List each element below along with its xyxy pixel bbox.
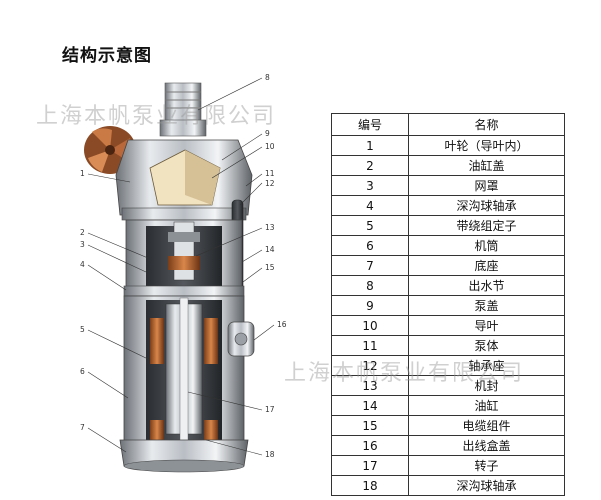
- row-number: 15: [331, 415, 409, 436]
- row-number: 16: [331, 435, 409, 456]
- row-name: 叶轮（导叶内）: [408, 135, 565, 156]
- row-number: 4: [331, 195, 409, 216]
- column-header-name: 名称: [408, 113, 565, 136]
- row-number: 5: [331, 215, 409, 236]
- row-name: 轴承座: [408, 355, 565, 376]
- motor-barrel: [123, 295, 245, 447]
- row-number: 17: [331, 455, 409, 476]
- callout-label-18: 18: [265, 450, 275, 459]
- callout-label-4: 4: [80, 260, 85, 269]
- row-name: 泵体: [408, 335, 565, 356]
- callout-label-13: 13: [265, 223, 275, 232]
- row-name: 机筒: [408, 235, 565, 256]
- row-number: 18: [331, 475, 409, 496]
- callout-label-12: 12: [265, 179, 275, 188]
- watermark-text: 上海本帆泵业有限公司: [284, 361, 525, 386]
- callout-label-2: 2: [80, 228, 85, 237]
- row-name: 底座: [408, 255, 565, 276]
- base: [119, 439, 249, 473]
- outlet-pipe: [159, 82, 207, 137]
- callout-label-17: 17: [265, 405, 275, 414]
- callout-label-15: 15: [265, 263, 275, 272]
- callouts-right: [187, 77, 275, 456]
- row-number: 1: [331, 135, 409, 156]
- watermark-text: 上海本帆泵业有限公司: [36, 104, 277, 129]
- row-number: 2: [331, 155, 409, 176]
- row-number: 10: [331, 315, 409, 336]
- row-name: 油缸: [408, 395, 565, 416]
- row-name: 带绕组定子: [408, 215, 565, 236]
- row-name: 深沟球轴承: [408, 195, 565, 216]
- row-name: 油缸盖: [408, 155, 565, 176]
- pump-structure-diagram: 1 2 3 4 5 6 7 8 9 10 11 12 13 14 15 16 1…: [80, 73, 287, 473]
- row-name: 泵盖: [408, 295, 565, 316]
- row-number: 7: [331, 255, 409, 276]
- callout-label-3: 3: [80, 240, 85, 249]
- callout-label-11: 11: [265, 169, 275, 178]
- row-number: 11: [331, 335, 409, 356]
- row-name: 网罩: [408, 175, 565, 196]
- pump-head: [115, 139, 253, 221]
- row-name: 导叶: [408, 315, 565, 336]
- callout-label-6: 6: [80, 367, 85, 376]
- row-number: 12: [331, 355, 409, 376]
- row-number: 14: [331, 395, 409, 416]
- row-name: 转子: [408, 455, 565, 476]
- callout-label-7: 7: [80, 423, 85, 432]
- row-number: 9: [331, 295, 409, 316]
- row-name: 出水节: [408, 275, 565, 296]
- callout-label-10: 10: [265, 142, 275, 151]
- page-title: 结构示意图: [62, 46, 152, 66]
- callouts-left: [87, 173, 151, 453]
- callout-label-14: 14: [265, 245, 275, 254]
- row-name: 深沟球轴承: [408, 475, 565, 496]
- row-name: 电缆组件: [408, 415, 565, 436]
- row-number: 8: [331, 275, 409, 296]
- oil-chamber: [123, 219, 245, 297]
- row-name: 出线盒盖: [408, 435, 565, 456]
- terminal-box: [227, 321, 255, 357]
- callout-label-5: 5: [80, 325, 85, 334]
- callout-label-1: 1: [80, 169, 85, 178]
- column-header-number: 编号: [331, 113, 409, 136]
- callout-label-9: 9: [265, 129, 270, 138]
- callout-label-8: 8: [265, 73, 270, 82]
- callout-label-16: 16: [277, 320, 287, 329]
- table-header-row: 编号 名称: [331, 113, 565, 136]
- row-number: 3: [331, 175, 409, 196]
- row-number: 6: [331, 235, 409, 256]
